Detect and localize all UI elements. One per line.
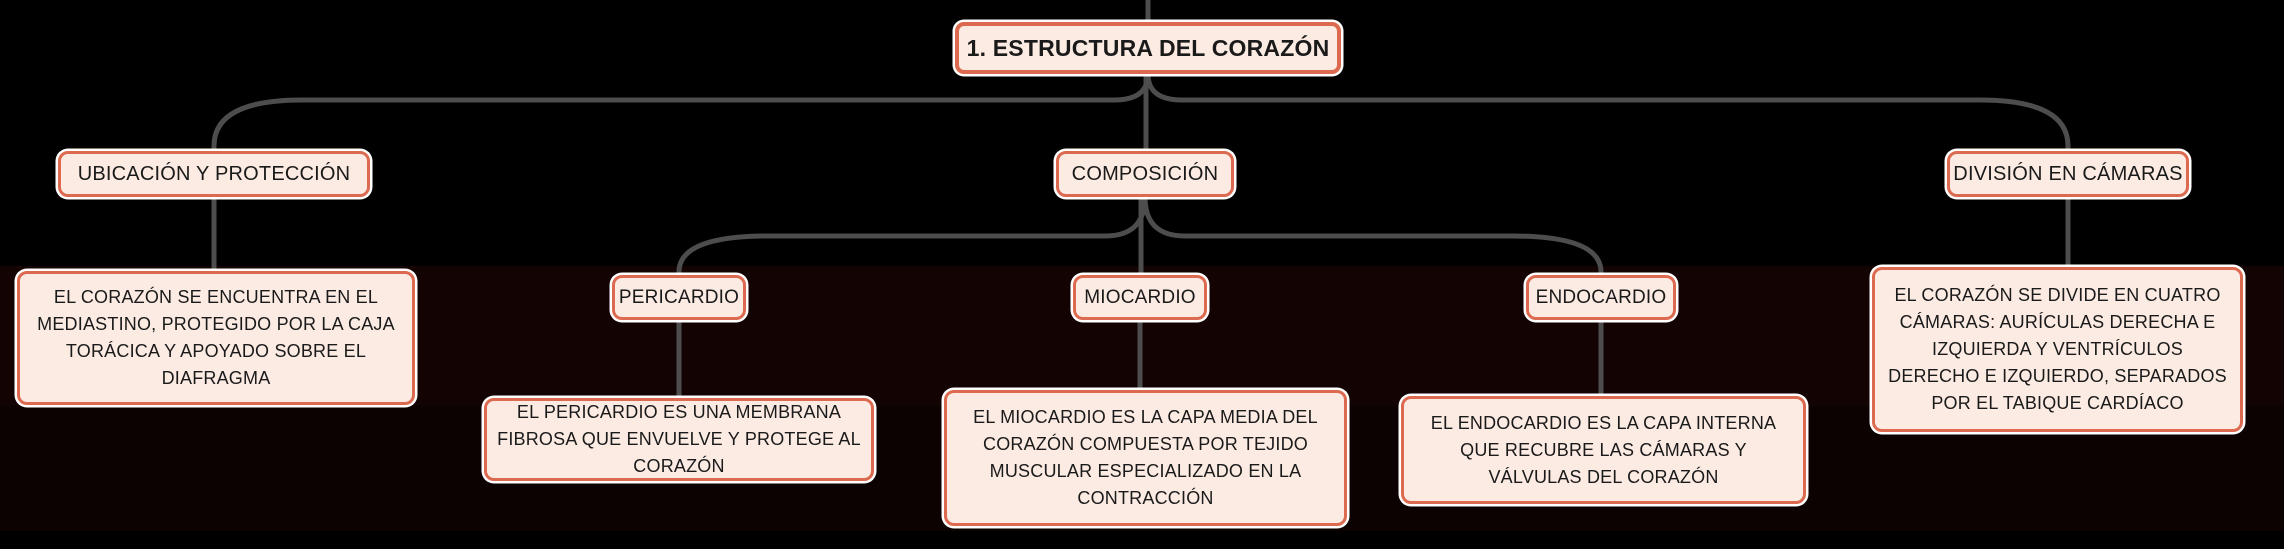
note-division-text: EL CORAZÓN SE DIVIDE EN CUATRO CÁMARAS: … bbox=[1888, 285, 2227, 413]
node-composicion[interactable]: COMPOSICIÓN bbox=[1056, 151, 1234, 197]
node-ubicacion-proteccion[interactable]: UBICACIÓN Y PROTECCIÓN bbox=[58, 151, 370, 197]
node-ubicacion-label: UBICACIÓN Y PROTECCIÓN bbox=[77, 162, 351, 185]
note-division-camaras[interactable]: EL CORAZÓN SE DIVIDE EN CUATRO CÁMARAS: … bbox=[1872, 267, 2243, 432]
node-endocardio[interactable]: ENDOCARDIO bbox=[1526, 275, 1676, 320]
node-miocardio[interactable]: MIOCARDIO bbox=[1073, 275, 1207, 320]
connector-root-to-ubicacion bbox=[211, 73, 1151, 151]
connector-composicion-to-pericardio bbox=[676, 196, 1148, 275]
note-pericardio-text: EL PERICARDIO ES UNA MEMBRANA FIBROSA QU… bbox=[497, 402, 861, 476]
node-miocardio-label: MIOCARDIO bbox=[1084, 286, 1196, 308]
note-miocardio[interactable]: EL MIOCARDIO ES LA CAPA MEDIA DEL CORAZÓ… bbox=[944, 390, 1347, 526]
note-pericardio[interactable]: EL PERICARDIO ES UNA MEMBRANA FIBROSA QU… bbox=[484, 398, 874, 481]
node-division-label: DIVISIÓN EN CÁMARAS bbox=[1953, 162, 2183, 185]
node-endocardio-label: ENDOCARDIO bbox=[1535, 286, 1667, 308]
connector-root-to-division bbox=[1145, 73, 2071, 151]
note-endocardio-text: EL ENDOCARDIO ES LA CAPA INTERNA QUE REC… bbox=[1430, 412, 1777, 487]
node-root-estructura[interactable]: 1. ESTRUCTURA DEL CORAZÓN bbox=[955, 22, 1341, 74]
node-root-label: 1. ESTRUCTURA DEL CORAZÓN bbox=[966, 34, 1330, 61]
note-endocardio[interactable]: EL ENDOCARDIO ES LA CAPA INTERNA QUE REC… bbox=[1401, 396, 1806, 504]
note-miocardio-text: EL MIOCARDIO ES LA CAPA MEDIA DEL CORAZÓ… bbox=[973, 407, 1318, 508]
note-ubicacion-proteccion[interactable]: EL CORAZÓN SE ENCUENTRA EN EL MEDIASTINO… bbox=[17, 271, 415, 405]
node-pericardio[interactable]: PERICARDIO bbox=[612, 275, 746, 320]
connector-composicion-to-endocardio bbox=[1142, 196, 1604, 275]
node-pericardio-label: PERICARDIO bbox=[618, 286, 740, 308]
note-ubicacion-text: EL CORAZÓN SE ENCUENTRA EN EL MEDIASTINO… bbox=[37, 287, 395, 388]
node-composicion-label: COMPOSICIÓN bbox=[1071, 162, 1219, 185]
node-division-camaras[interactable]: DIVISIÓN EN CÁMARAS bbox=[1947, 151, 2189, 197]
